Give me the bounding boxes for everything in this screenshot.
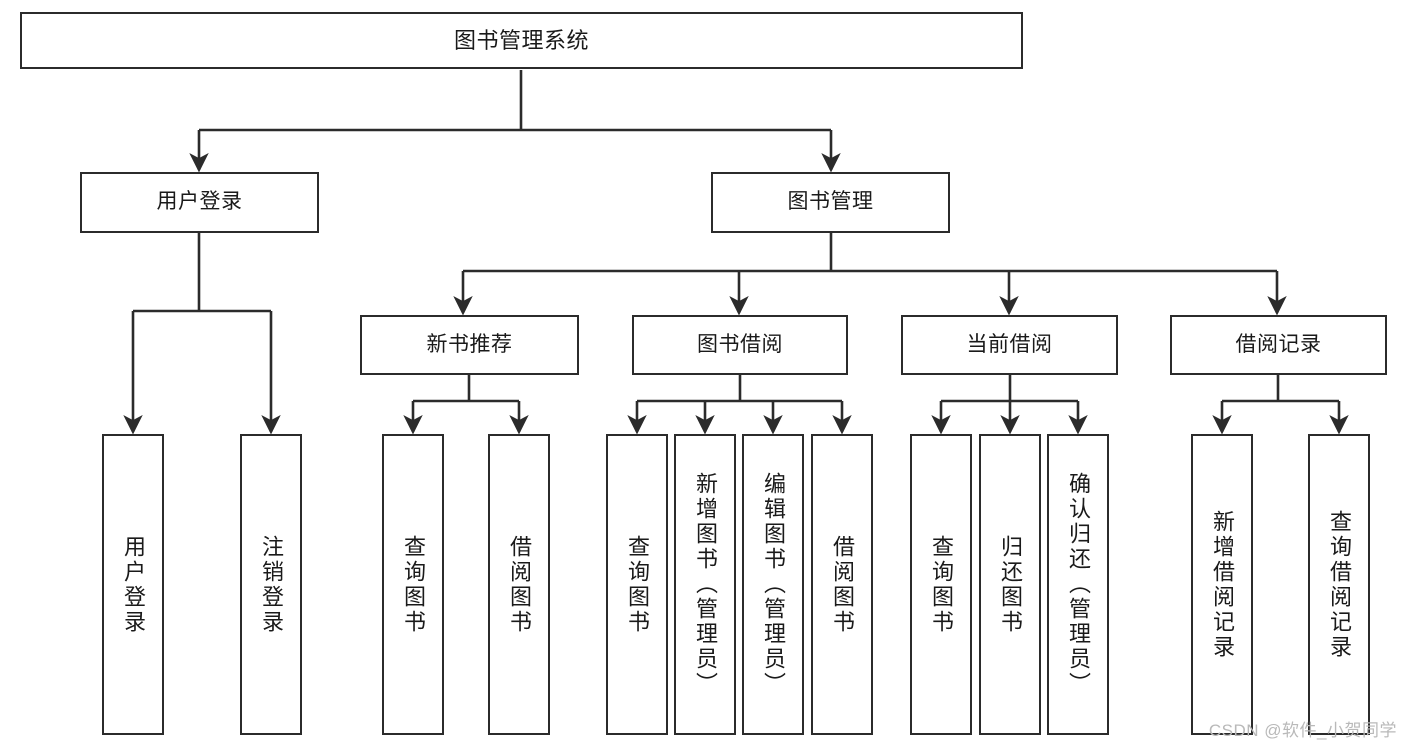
leaf-query-book-borrow[interactable]: 查询图书: [606, 434, 668, 735]
leaf-query-book-current[interactable]: 查询图书: [910, 434, 972, 735]
node-new-book-recommend[interactable]: 新书推荐: [360, 315, 579, 375]
node-book-borrow[interactable]: 图书借阅: [632, 315, 848, 375]
node-label: 用户登录: [121, 534, 146, 635]
node-label: 借阅记录: [1235, 332, 1322, 356]
node-label: 确认归还（管理员）: [1066, 472, 1091, 697]
node-label: 图书管理系统: [453, 27, 589, 53]
node-label: 当前借阅: [966, 332, 1053, 356]
leaf-edit-book-admin[interactable]: 编辑图书（管理员）: [742, 434, 804, 735]
node-label: 新书推荐: [426, 332, 513, 356]
node-label: 用户登录: [156, 190, 243, 214]
node-label: 图书管理: [787, 190, 874, 214]
leaf-query-book-recommend[interactable]: 查询图书: [382, 434, 444, 735]
leaf-add-borrow-record[interactable]: 新增借阅记录: [1191, 434, 1253, 735]
csdn-watermark: CSDN @软件_小贺同学: [1208, 721, 1397, 740]
leaf-user-login[interactable]: 用户登录: [102, 434, 164, 735]
node-label: 借阅图书: [507, 534, 532, 635]
node-label: 图书借阅: [697, 332, 783, 356]
node-label: 查询图书: [625, 534, 650, 635]
node-label: 注销登录: [259, 534, 284, 635]
leaf-borrow-book-recommend[interactable]: 借阅图书: [488, 434, 550, 735]
leaf-confirm-return-admin[interactable]: 确认归还（管理员）: [1047, 434, 1109, 735]
node-borrow-records[interactable]: 借阅记录: [1170, 315, 1387, 375]
node-label: 归还图书: [998, 534, 1023, 635]
node-label: 借阅图书: [830, 534, 855, 635]
leaf-return-book[interactable]: 归还图书: [979, 434, 1041, 735]
leaf-borrow-book[interactable]: 借阅图书: [811, 434, 873, 735]
node-label: 查询图书: [401, 534, 426, 635]
node-label: 新增图书（管理员）: [693, 472, 718, 697]
leaf-logout[interactable]: 注销登录: [240, 434, 302, 735]
node-current-borrow[interactable]: 当前借阅: [901, 315, 1118, 375]
node-label: 新增借阅记录: [1210, 509, 1235, 660]
leaf-add-book-admin[interactable]: 新增图书（管理员）: [674, 434, 736, 735]
leaf-query-borrow-record[interactable]: 查询借阅记录: [1308, 434, 1370, 735]
node-label: 查询图书: [929, 534, 954, 635]
node-book-management[interactable]: 图书管理: [711, 172, 950, 233]
node-root-system[interactable]: 图书管理系统: [20, 12, 1023, 69]
node-label: 查询借阅记录: [1327, 509, 1352, 660]
node-label: 编辑图书（管理员）: [761, 472, 786, 697]
node-user-login[interactable]: 用户登录: [80, 172, 319, 233]
